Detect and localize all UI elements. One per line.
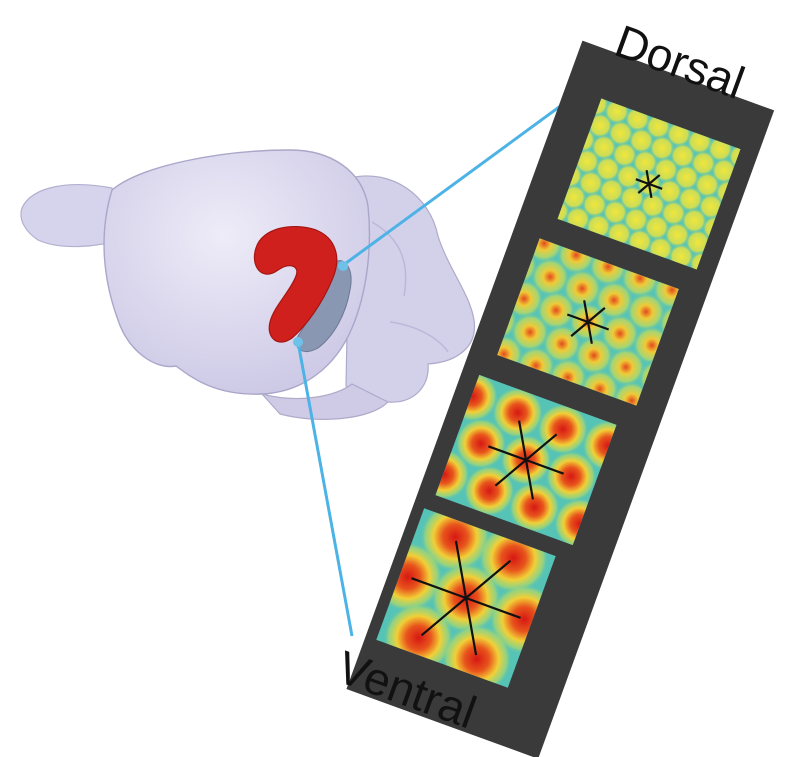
dorsal-projection-dot [338,261,348,271]
ventral-projection-line [298,342,352,636]
mouse-brain [21,150,475,419]
ventral-projection-dot [293,337,303,347]
